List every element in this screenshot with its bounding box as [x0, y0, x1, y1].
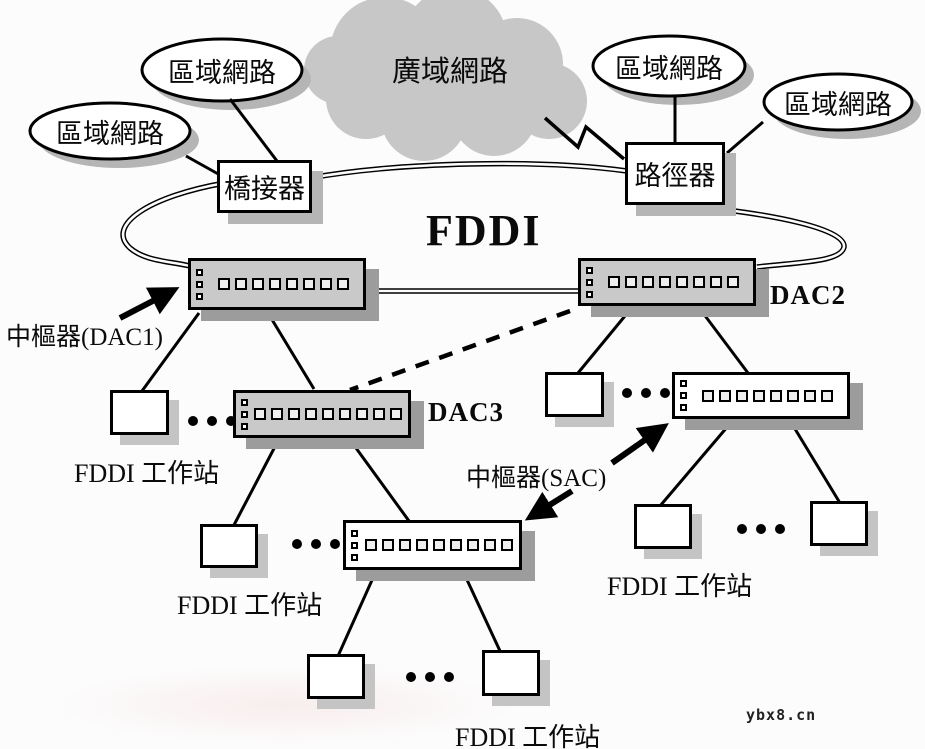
sac-mid-port-column — [351, 529, 358, 561]
sac-right-port-column — [680, 380, 687, 411]
dac3-port-row — [254, 408, 402, 420]
tree-lines — [140, 304, 842, 657]
more-workstations-dots — [622, 388, 670, 398]
workstation-group-label: FDDI 工作站 — [74, 459, 220, 488]
workstation — [634, 504, 692, 549]
dac1-port-column — [196, 268, 203, 300]
dac2-port-column — [586, 266, 593, 298]
lan-ellipse-label: 區域網路 — [784, 89, 892, 120]
workstation — [110, 390, 169, 435]
wan-router-link-line — [543, 116, 626, 161]
dac3-label: DAC3 — [428, 397, 504, 427]
router-label: 路徑器 — [634, 161, 716, 191]
concentrator-sac-right — [672, 372, 850, 419]
annotation-arrows — [118, 287, 669, 521]
more-workstations-dots — [406, 672, 454, 682]
workstation-group-label: FDDI 工作站 — [607, 572, 753, 601]
concentrator-dac2 — [578, 258, 756, 306]
smudge-artifact — [50, 665, 520, 745]
dac1-port-row — [217, 278, 349, 290]
workstation — [482, 650, 540, 696]
more-workstations-dots — [188, 416, 236, 426]
wan-cloud-shape — [304, 0, 587, 161]
fddi-ring — [120, 160, 847, 294]
concentrator-sac-mid — [343, 520, 522, 570]
lan-ellipses — [28, 34, 921, 168]
lan-ellipse-label: 區域網路 — [615, 53, 723, 84]
sac-right-port-row — [701, 389, 833, 402]
workstation — [810, 501, 868, 546]
lan-connector-lines — [185, 96, 764, 177]
dac2-port-row — [607, 276, 739, 288]
workstation — [307, 654, 365, 699]
more-workstations-dots — [737, 524, 785, 534]
dac3-port-column — [241, 398, 248, 430]
concentrator-dac1 — [188, 258, 366, 310]
lan-ellipse-label: 區域網路 — [56, 118, 164, 149]
sac-mid-port-row — [364, 539, 513, 551]
workstation — [200, 524, 258, 568]
fddi-ring-label: FDDI — [426, 206, 542, 255]
workstation — [545, 372, 604, 417]
dashed-bypass-line — [349, 308, 571, 393]
router-box: 路徑器 — [625, 142, 725, 205]
concentrator-dac3 — [233, 390, 411, 438]
watermark-text: ybx8.cn — [746, 706, 817, 724]
more-workstations-dots — [292, 539, 340, 549]
workstation-group-label: FDDI 工作站 — [455, 723, 601, 749]
workstation-group-label: FDDI 工作站 — [177, 591, 323, 620]
bridge-box: 橋接器 — [217, 160, 312, 213]
hub-dac1-annotation: 中樞器(DAC1) — [6, 324, 163, 351]
lan-ellipse-label: 區域網路 — [168, 57, 276, 88]
dac2-label: DAC2 — [770, 280, 846, 310]
hub-sac-annotation: 中樞器(SAC) — [466, 465, 607, 492]
wan-cloud-label: 廣域網路 — [391, 56, 508, 88]
bridge-label: 橋接器 — [224, 174, 305, 204]
